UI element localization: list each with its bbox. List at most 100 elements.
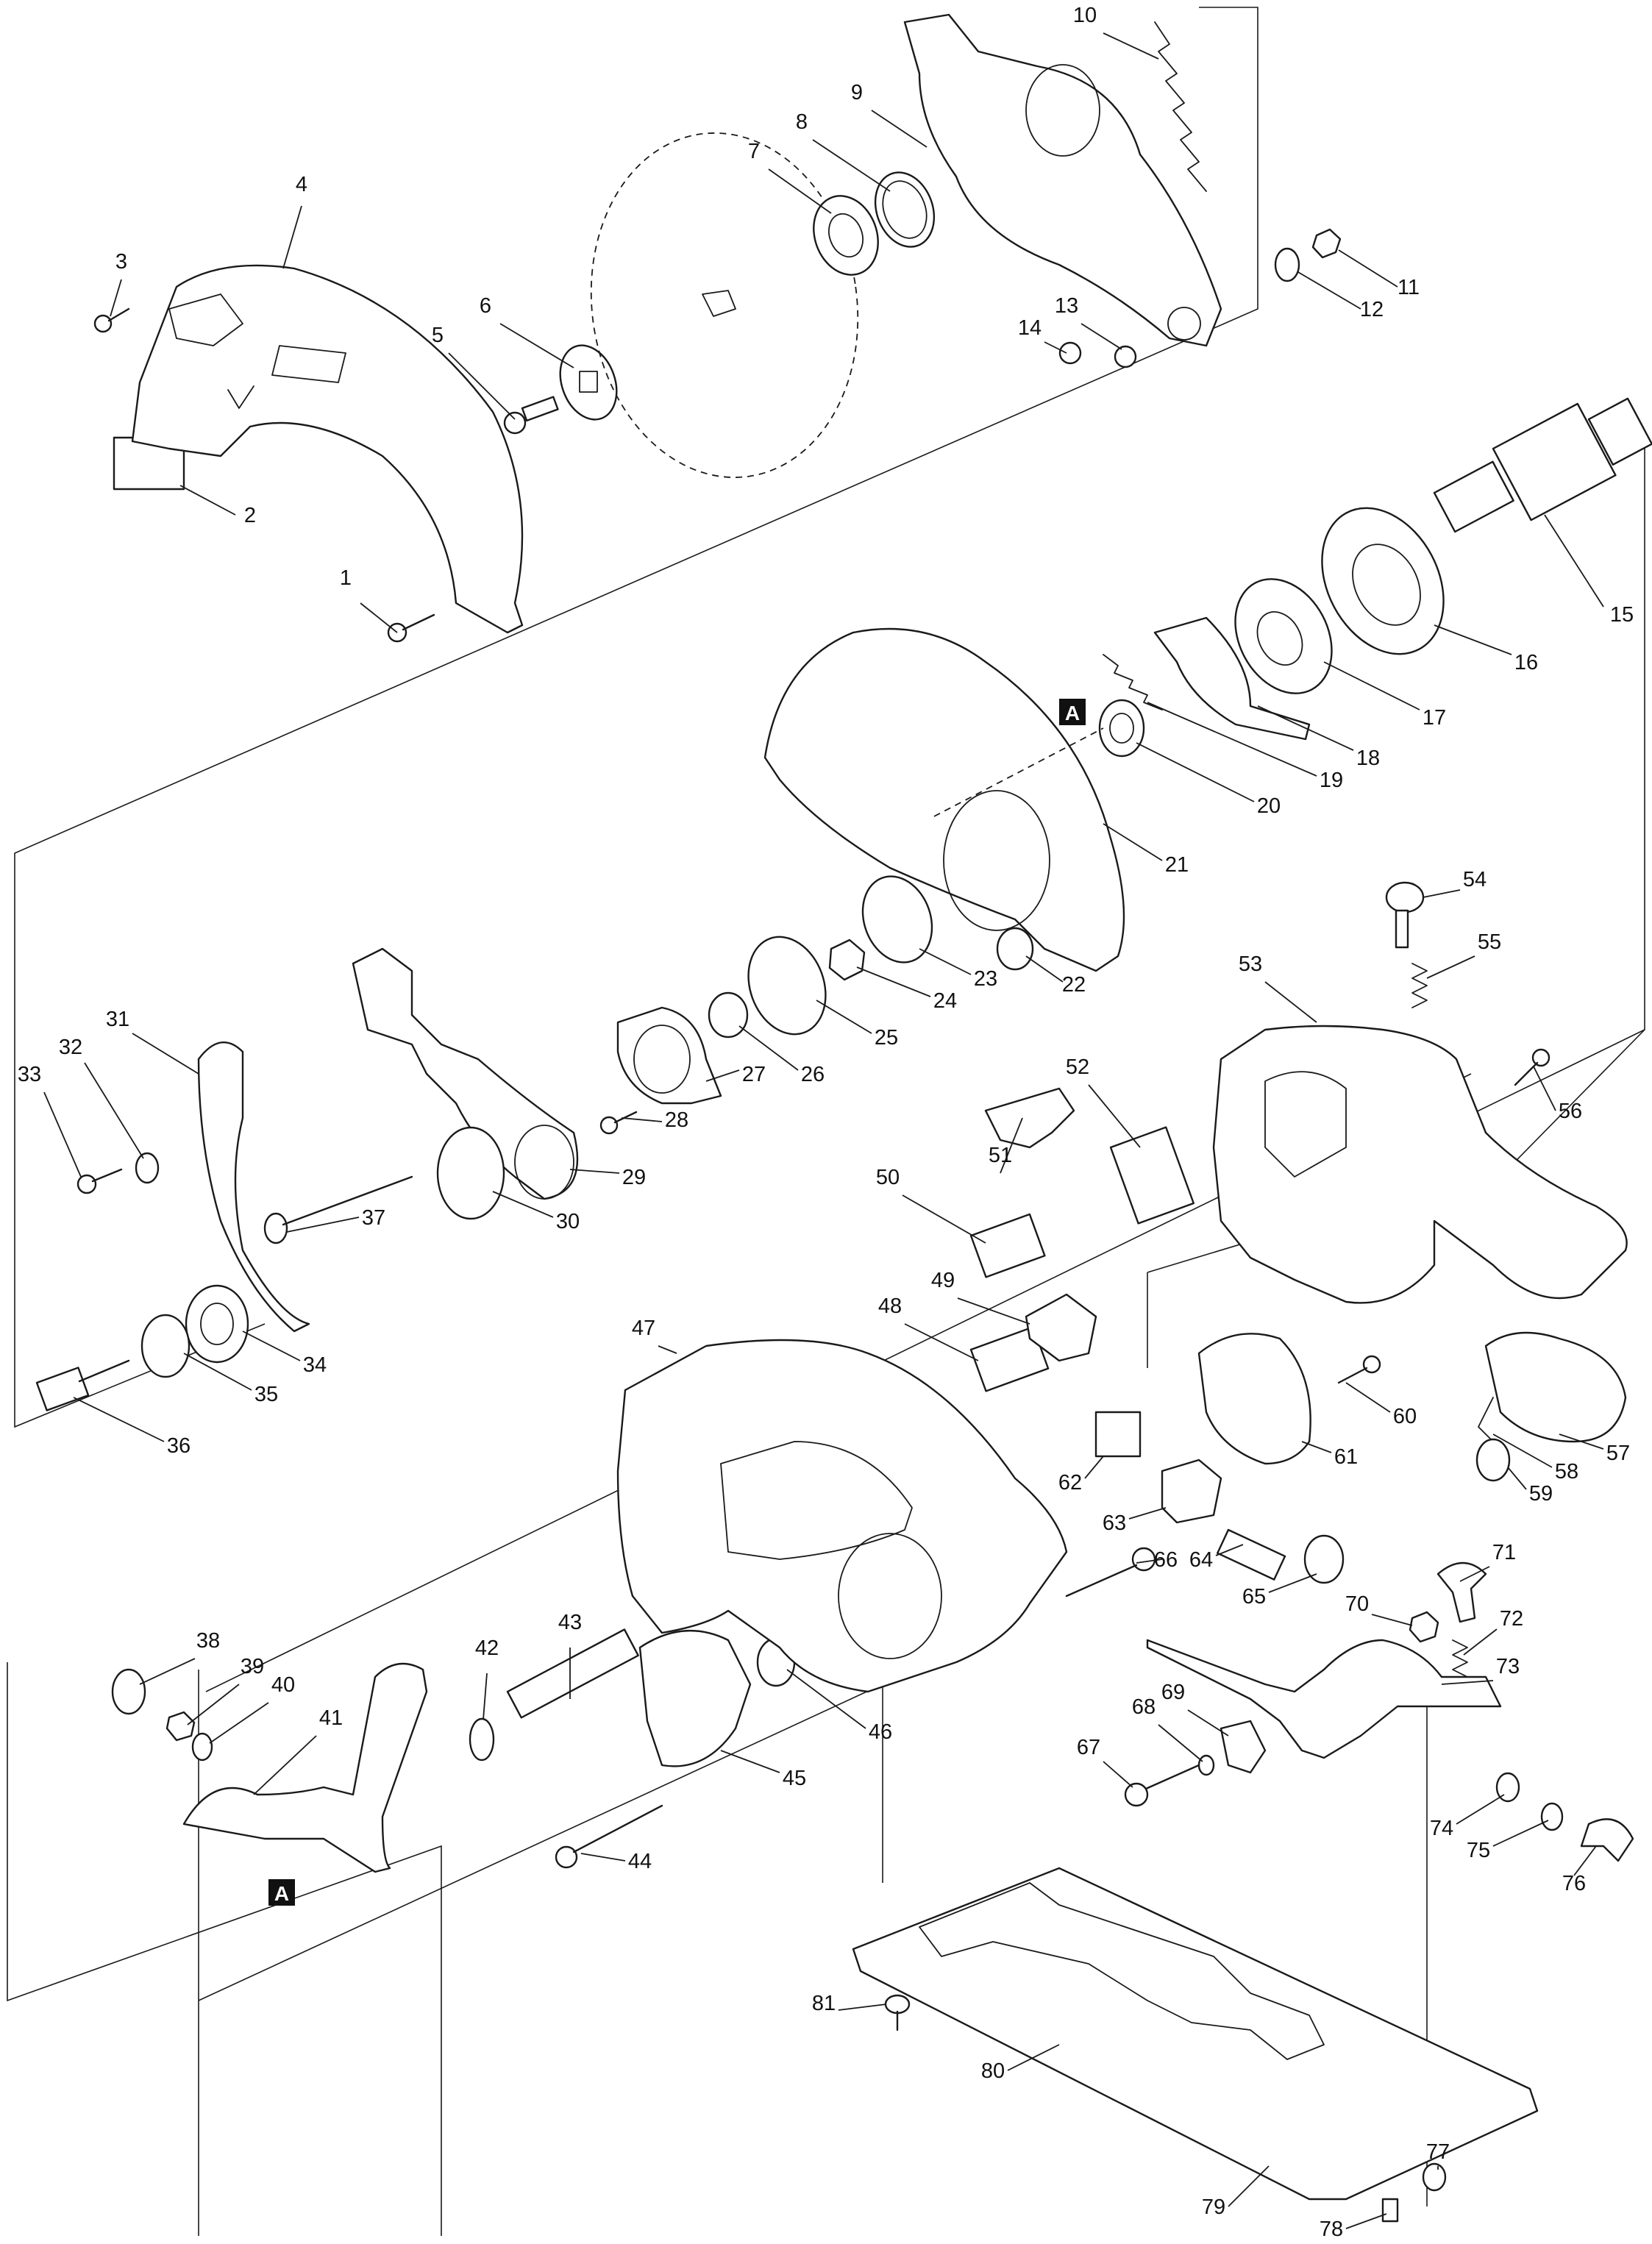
- callout-number: 67: [1077, 1736, 1100, 1759]
- spring-55: [1411, 963, 1428, 1008]
- callout-leader: [84, 1062, 144, 1159]
- callout-leader: [253, 1735, 317, 1795]
- callout-48: 48: [878, 1294, 979, 1361]
- safety-cover: [131, 264, 524, 634]
- callout-leader: [1507, 1467, 1527, 1490]
- callout-leader: [1103, 1761, 1133, 1788]
- callout-leader: [73, 1397, 165, 1442]
- hex-nut-11: [1311, 228, 1342, 259]
- callout-number: 41: [319, 1706, 343, 1730]
- reference-marker-text: A: [274, 1882, 289, 1905]
- callout-number: 31: [106, 1008, 129, 1031]
- callout-12: 12: [1297, 271, 1384, 321]
- callout-number: 22: [1062, 973, 1086, 997]
- callout-number: 13: [1055, 294, 1078, 318]
- callout-number: 73: [1496, 1655, 1520, 1678]
- callout-37: 37: [286, 1206, 385, 1233]
- callout-number: 50: [876, 1166, 900, 1189]
- callout-number: 1: [340, 566, 352, 590]
- callout-44: 44: [580, 1850, 652, 1873]
- callout-4: 4: [282, 173, 307, 269]
- bushing-59: [1475, 1438, 1511, 1482]
- callout-leader: [902, 1194, 986, 1244]
- motor-housing: [616, 1339, 1068, 1693]
- callout-number: 65: [1242, 1585, 1266, 1609]
- callout-58: 58: [1492, 1433, 1578, 1483]
- shaft-lock-plate: [1153, 616, 1311, 741]
- callout-18: 18: [1257, 705, 1380, 770]
- callout-leader: [705, 1069, 740, 1082]
- callout-number: 70: [1345, 1592, 1369, 1616]
- callout-11: 11: [1338, 249, 1420, 299]
- controller: [1109, 1126, 1195, 1225]
- callout-45: 45: [720, 1750, 806, 1790]
- washer-40: [191, 1732, 213, 1762]
- callout-number: 69: [1161, 1681, 1185, 1704]
- callout-42: 42: [475, 1636, 499, 1720]
- callout-number: 44: [628, 1850, 652, 1873]
- callout-leader: [286, 1217, 360, 1233]
- callout-23: 23: [919, 948, 997, 991]
- callout-leader: [139, 1658, 196, 1685]
- callout-number: 29: [622, 1166, 646, 1189]
- callout-leader: [43, 1091, 82, 1178]
- carbon-brush: [1217, 1528, 1286, 1581]
- callout-27: 27: [705, 1063, 766, 1086]
- callout-number: 76: [1562, 1872, 1586, 1895]
- callout-number: 35: [254, 1383, 278, 1406]
- blade-case: [763, 627, 1125, 972]
- callout-number: 4: [296, 173, 307, 196]
- callout-number: 8: [796, 110, 808, 134]
- screw-33: [76, 1168, 123, 1194]
- washer-32: [135, 1152, 160, 1184]
- callout-number: 62: [1058, 1471, 1082, 1495]
- callout-leader: [242, 1331, 301, 1361]
- callout-leader: [1264, 981, 1317, 1023]
- callout-76: 76: [1562, 1845, 1597, 1895]
- callout-leader: [1084, 1456, 1104, 1479]
- callout-26: 26: [738, 1025, 825, 1086]
- callout-number: 26: [801, 1063, 825, 1086]
- callout-number: 61: [1334, 1445, 1358, 1469]
- handle-set: [1212, 1025, 1628, 1304]
- callout-28: 28: [621, 1108, 688, 1132]
- saw-blade: [590, 132, 859, 478]
- callout-13: 13: [1055, 294, 1122, 350]
- brush-holder-cap: [1197, 1333, 1311, 1465]
- bearing-26: [708, 991, 749, 1039]
- callout-61: 61: [1301, 1441, 1358, 1469]
- callout-number: 14: [1018, 316, 1042, 340]
- callout-25: 25: [816, 1000, 898, 1050]
- callout-leader: [1228, 2165, 1270, 2207]
- set-screw-78: [1381, 2198, 1399, 2223]
- callout-number: 9: [851, 81, 863, 104]
- callout-leader: [1128, 1507, 1167, 1520]
- washer-42: [469, 1717, 495, 1762]
- callout-number: 78: [1320, 2218, 1343, 2241]
- callout-leader: [580, 1853, 626, 1862]
- callout-leader: [1187, 1709, 1229, 1737]
- callout-10: 10: [1073, 4, 1159, 60]
- callout-35: 35: [183, 1353, 278, 1406]
- callout-number: 36: [167, 1434, 191, 1458]
- callout-number: 63: [1103, 1511, 1126, 1535]
- callout-81: 81: [812, 1992, 887, 2015]
- callout-7: 7: [748, 140, 832, 214]
- callout-number: 81: [812, 1992, 836, 2015]
- callout-leader: [1338, 249, 1398, 288]
- callout-54: 54: [1423, 868, 1487, 898]
- callout-60: 60: [1345, 1382, 1417, 1428]
- callout-number: 42: [475, 1636, 499, 1660]
- screw-5: [503, 396, 559, 435]
- callout-leader: [483, 1673, 488, 1720]
- reference-marker-upper: A: [1059, 699, 1086, 725]
- callout-66: 66: [1136, 1548, 1178, 1572]
- callout-62: 62: [1058, 1456, 1104, 1495]
- callout-number: 32: [59, 1036, 82, 1059]
- callout-leader: [209, 1702, 269, 1744]
- pipe-43: [506, 1628, 639, 1719]
- callout-leader: [1147, 702, 1317, 777]
- lever-69: [1220, 1720, 1267, 1774]
- callout-layer: 1234567891011121314151617181920212223242…: [18, 4, 1634, 2241]
- nut-24: [828, 938, 866, 981]
